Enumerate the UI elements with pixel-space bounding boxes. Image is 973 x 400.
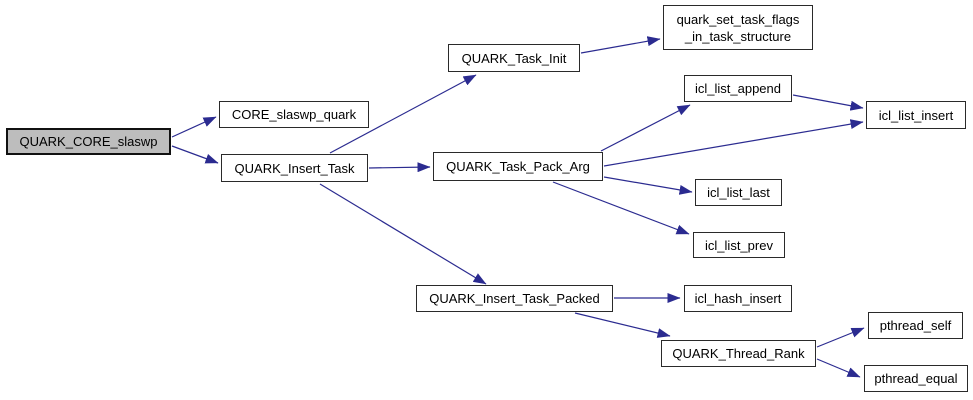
node-quark-thread-rank[interactable]: QUARK_Thread_Rank: [661, 340, 816, 367]
node-core-slaswp-quark[interactable]: CORE_slaswp_quark: [219, 101, 369, 128]
node-icl-list-insert[interactable]: icl_list_insert: [866, 101, 966, 129]
node-label: pthread_self: [879, 318, 952, 333]
node-pthread-equal[interactable]: pthread_equal: [864, 365, 968, 392]
edge-quark-insert-task-to-quark-task-init: [329, 74, 477, 154]
node-label: icl_list_last: [707, 185, 770, 200]
node-label: icl_list_prev: [705, 237, 773, 253]
edge-quark-insert-task-to-quark-task-pack-arg: [368, 162, 431, 173]
edge-quark-core-slaswp-to-quark-insert-task: [171, 145, 219, 164]
edge-quark-insert-task-packed-to-quark-thread-rank: [574, 312, 671, 338]
node-quark-task-pack-arg[interactable]: QUARK_Task_Pack_Arg: [433, 152, 603, 181]
node-label: QUARK_Insert_Task_Packed: [429, 291, 600, 306]
node-label: quark_set_task_flags _in_task_structure: [676, 11, 800, 44]
node-label: QUARK_CORE_slaswp: [19, 134, 158, 149]
edge-quark-core-slaswp-to-core-slaswp-quark: [171, 116, 217, 138]
node-label: icl_list_insert: [878, 107, 954, 123]
edge-quark-task-pack-arg-to-icl-list-prev: [552, 181, 690, 235]
node-label: pthread_equal: [874, 371, 958, 386]
node-icl-list-last[interactable]: icl_list_last: [695, 179, 782, 206]
node-label: QUARK_Insert_Task: [234, 160, 355, 176]
node-quark-task-init[interactable]: QUARK_Task_Init: [448, 44, 580, 72]
node-label: QUARK_Task_Pack_Arg: [446, 159, 590, 174]
node-icl-list-append[interactable]: icl_list_append: [684, 75, 792, 102]
node-quark-insert-task-packed[interactable]: QUARK_Insert_Task_Packed: [416, 285, 613, 312]
node-pthread-self[interactable]: pthread_self: [868, 312, 963, 339]
edge-quark-thread-rank-to-pthread-equal: [816, 358, 861, 378]
node-icl-hash-insert[interactable]: icl_hash_insert: [684, 285, 792, 312]
edge-quark-task-init-to-quark-set-task-flags: [580, 36, 661, 54]
node-label: CORE_slaswp_quark: [231, 107, 357, 122]
edge-quark-task-pack-arg-to-icl-list-append: [600, 104, 691, 152]
edge-quark-task-pack-arg-to-icl-list-last: [603, 176, 693, 195]
node-label: icl_hash_insert: [694, 291, 782, 306]
edge-quark-task-pack-arg-to-icl-list-insert: [603, 119, 864, 167]
edge-icl-list-append-to-icl-list-insert: [792, 94, 864, 111]
node-quark-core-slaswp: QUARK_CORE_slaswp: [6, 128, 171, 155]
node-quark-insert-task[interactable]: QUARK_Insert_Task: [221, 154, 368, 182]
node-icl-list-prev[interactable]: icl_list_prev: [693, 232, 785, 258]
edge-quark-thread-rank-to-pthread-self: [816, 327, 865, 348]
edge-quark-insert-task-to-quark-insert-task-packed: [319, 183, 487, 285]
node-label: QUARK_Thread_Rank: [672, 346, 805, 361]
node-label: QUARK_Task_Init: [461, 50, 567, 66]
edge-group: [171, 36, 865, 378]
node-quark-set-task-flags[interactable]: quark_set_task_flags _in_task_structure: [663, 5, 813, 50]
node-label: icl_list_append: [694, 81, 781, 96]
